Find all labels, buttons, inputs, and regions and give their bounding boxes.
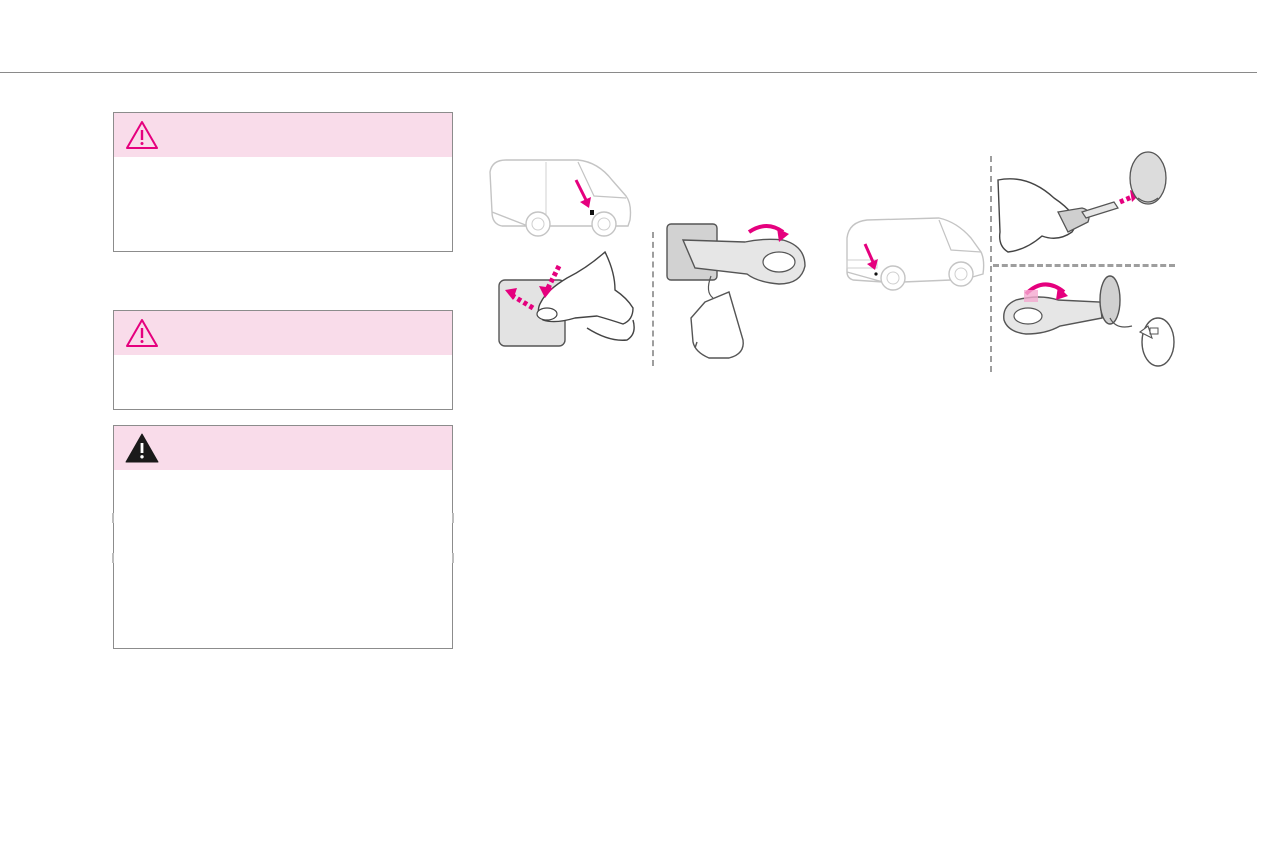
box-edge-mark <box>112 513 114 523</box>
van-front-tow-point-icon <box>489 159 632 237</box>
danger-solid-icon <box>125 433 159 463</box>
danger-header <box>114 426 452 470</box>
warning-header-2 <box>114 311 452 355</box>
warning-outline-icon <box>126 319 158 347</box>
box-edge-mark <box>452 513 454 523</box>
divider-dashed-horizontal <box>993 264 1175 267</box>
warning-box-1 <box>113 112 453 252</box>
van-rear-tow-point-icon <box>846 217 985 291</box>
danger-box <box>113 425 453 649</box>
key-cover-removal-icon <box>997 151 1167 253</box>
warning-header-1 <box>114 113 452 157</box>
box-edge-mark <box>452 553 454 563</box>
screw-tow-eye-rear-icon <box>1003 275 1175 367</box>
warning-outline-icon <box>126 121 158 149</box>
press-cover-hand-icon <box>498 250 635 347</box>
divider-dashed <box>652 232 654 366</box>
warning-box-2 <box>113 310 453 410</box>
header-rule <box>0 72 1257 73</box>
box-edge-mark <box>112 553 114 563</box>
screw-tow-eye-front-icon <box>666 223 806 359</box>
divider-dashed <box>990 156 992 372</box>
